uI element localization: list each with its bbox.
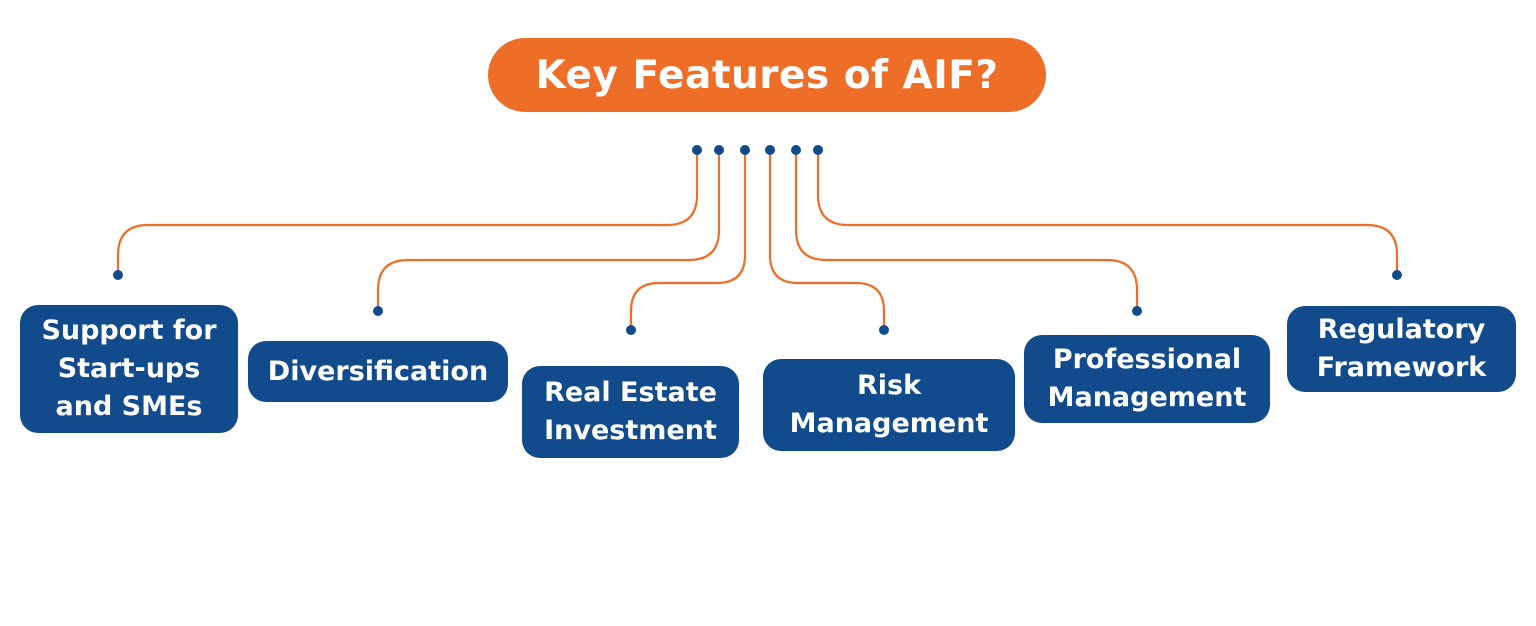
connector-regulatory-framework xyxy=(816,150,1399,275)
feature-box-professional-management: Professional Management xyxy=(1024,335,1270,423)
feature-box-diversification: Diversification xyxy=(248,341,508,402)
feature-box-real-estate-investment: Real Estate Investment xyxy=(522,366,739,458)
title-pill: Key Features of AIF? xyxy=(488,38,1046,112)
end-dot xyxy=(113,270,123,280)
end-dot xyxy=(373,306,383,316)
feature-label-line: Real Estate xyxy=(544,377,717,408)
feature-label-line: Risk xyxy=(856,370,922,401)
connector-support-startups xyxy=(116,150,699,275)
feature-box-regulatory-framework: Regulatory Framework xyxy=(1287,306,1516,392)
end-dot xyxy=(879,325,889,335)
feature-label-line: and SMEs xyxy=(55,391,203,422)
top-dot xyxy=(692,145,702,155)
connector-real-estate xyxy=(629,150,747,330)
end-dot xyxy=(626,325,636,335)
feature-label-line: Framework xyxy=(1316,352,1487,383)
top-dot xyxy=(813,145,823,155)
top-dot xyxy=(765,145,775,155)
feature-label-line: Regulatory xyxy=(1317,314,1486,345)
top-dot xyxy=(740,145,750,155)
feature-box-risk-management: Risk Management xyxy=(763,359,1015,451)
top-dot xyxy=(714,145,724,155)
connector-diversification xyxy=(376,150,721,311)
feature-label-line: Investment xyxy=(544,415,717,446)
end-dot xyxy=(1392,270,1402,280)
feature-label-line: Support for xyxy=(41,315,217,346)
feature-label-line: Professional xyxy=(1052,344,1242,375)
feature-label-line: Diversification xyxy=(267,355,489,387)
feature-label-line: Management xyxy=(1047,382,1247,413)
feature-box-support-startups: Support for Start-ups and SMEs xyxy=(20,305,238,433)
connector-professional-management xyxy=(794,150,1139,311)
end-dot xyxy=(1132,306,1142,316)
connector-risk-management xyxy=(768,150,886,330)
page-title: Key Features of AIF? xyxy=(535,52,999,98)
feature-label-line: Management xyxy=(789,408,989,439)
top-dot xyxy=(791,145,801,155)
feature-label-line: Start-ups xyxy=(57,353,201,384)
